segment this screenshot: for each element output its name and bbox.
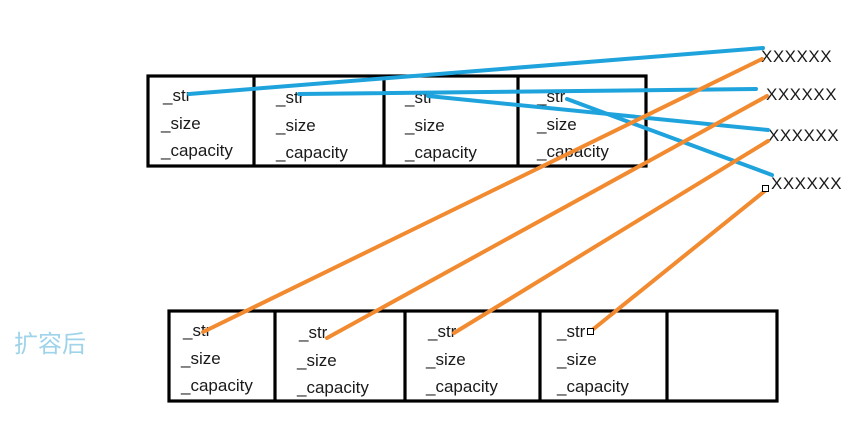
old-pointer-links xyxy=(187,46,774,177)
new-pointer-line xyxy=(589,188,768,333)
target-buffer-3: XXXXXX xyxy=(768,126,839,145)
new-cell-1: _str _size _capacity xyxy=(180,321,253,395)
old-cell-1: _str _size _capacity xyxy=(160,86,233,160)
field-size: _size xyxy=(296,351,337,370)
field-size: _size xyxy=(180,349,221,368)
old-pointer-line xyxy=(297,87,758,96)
field-size: _size xyxy=(536,115,577,134)
new-cell-2: _str _size _capacity xyxy=(296,323,369,397)
target-buffer-1: XXXXXX xyxy=(761,47,832,66)
field-capacity: _capacity xyxy=(180,376,253,395)
field-capacity: _capacity xyxy=(275,143,348,162)
new-cell-4: _str _size _capacity xyxy=(556,322,629,396)
field-size: _size xyxy=(404,116,445,135)
field-size: _size xyxy=(275,116,316,135)
field-size: _size xyxy=(556,350,597,369)
field-str: _str xyxy=(427,322,457,341)
new-pointer-line xyxy=(201,57,764,334)
field-capacity: _capacity xyxy=(556,377,629,396)
new-array: _str _size _capacity _str _size _capacit… xyxy=(167,309,779,403)
field-size: _size xyxy=(160,114,201,133)
field-str: _str xyxy=(298,323,328,342)
field-str: _str xyxy=(162,86,192,105)
field-capacity: _capacity xyxy=(404,143,477,162)
target-buffer-2: XXXXXX xyxy=(766,85,837,104)
endpoint-marker xyxy=(587,328,594,335)
field-str: _str xyxy=(556,322,586,341)
endpoint-marker xyxy=(762,185,769,192)
expansion-caption: 扩容后 xyxy=(14,330,86,358)
old-cell-2: _str _size _capacity xyxy=(275,88,348,162)
field-size: _size xyxy=(425,350,466,369)
field-capacity: _capacity xyxy=(160,141,233,160)
target-buffers: XXXXXX XXXXXX XXXXXX XXXXXX xyxy=(761,47,842,193)
field-str: _str xyxy=(182,321,212,340)
new-pointer-links xyxy=(201,57,770,340)
field-capacity: _capacity xyxy=(425,377,498,396)
field-capacity: _capacity xyxy=(296,378,369,397)
old-pointer-line xyxy=(426,94,770,132)
old-pointer-line xyxy=(187,46,765,96)
new-cell-3: _str _size _capacity xyxy=(425,322,498,396)
new-pointer-line xyxy=(325,94,769,340)
field-str: _str xyxy=(275,88,305,107)
new-pointer-line xyxy=(452,139,770,335)
new-array-frame xyxy=(167,309,779,403)
target-buffer-4: XXXXXX xyxy=(771,174,842,193)
old-pointer-line xyxy=(565,97,774,177)
